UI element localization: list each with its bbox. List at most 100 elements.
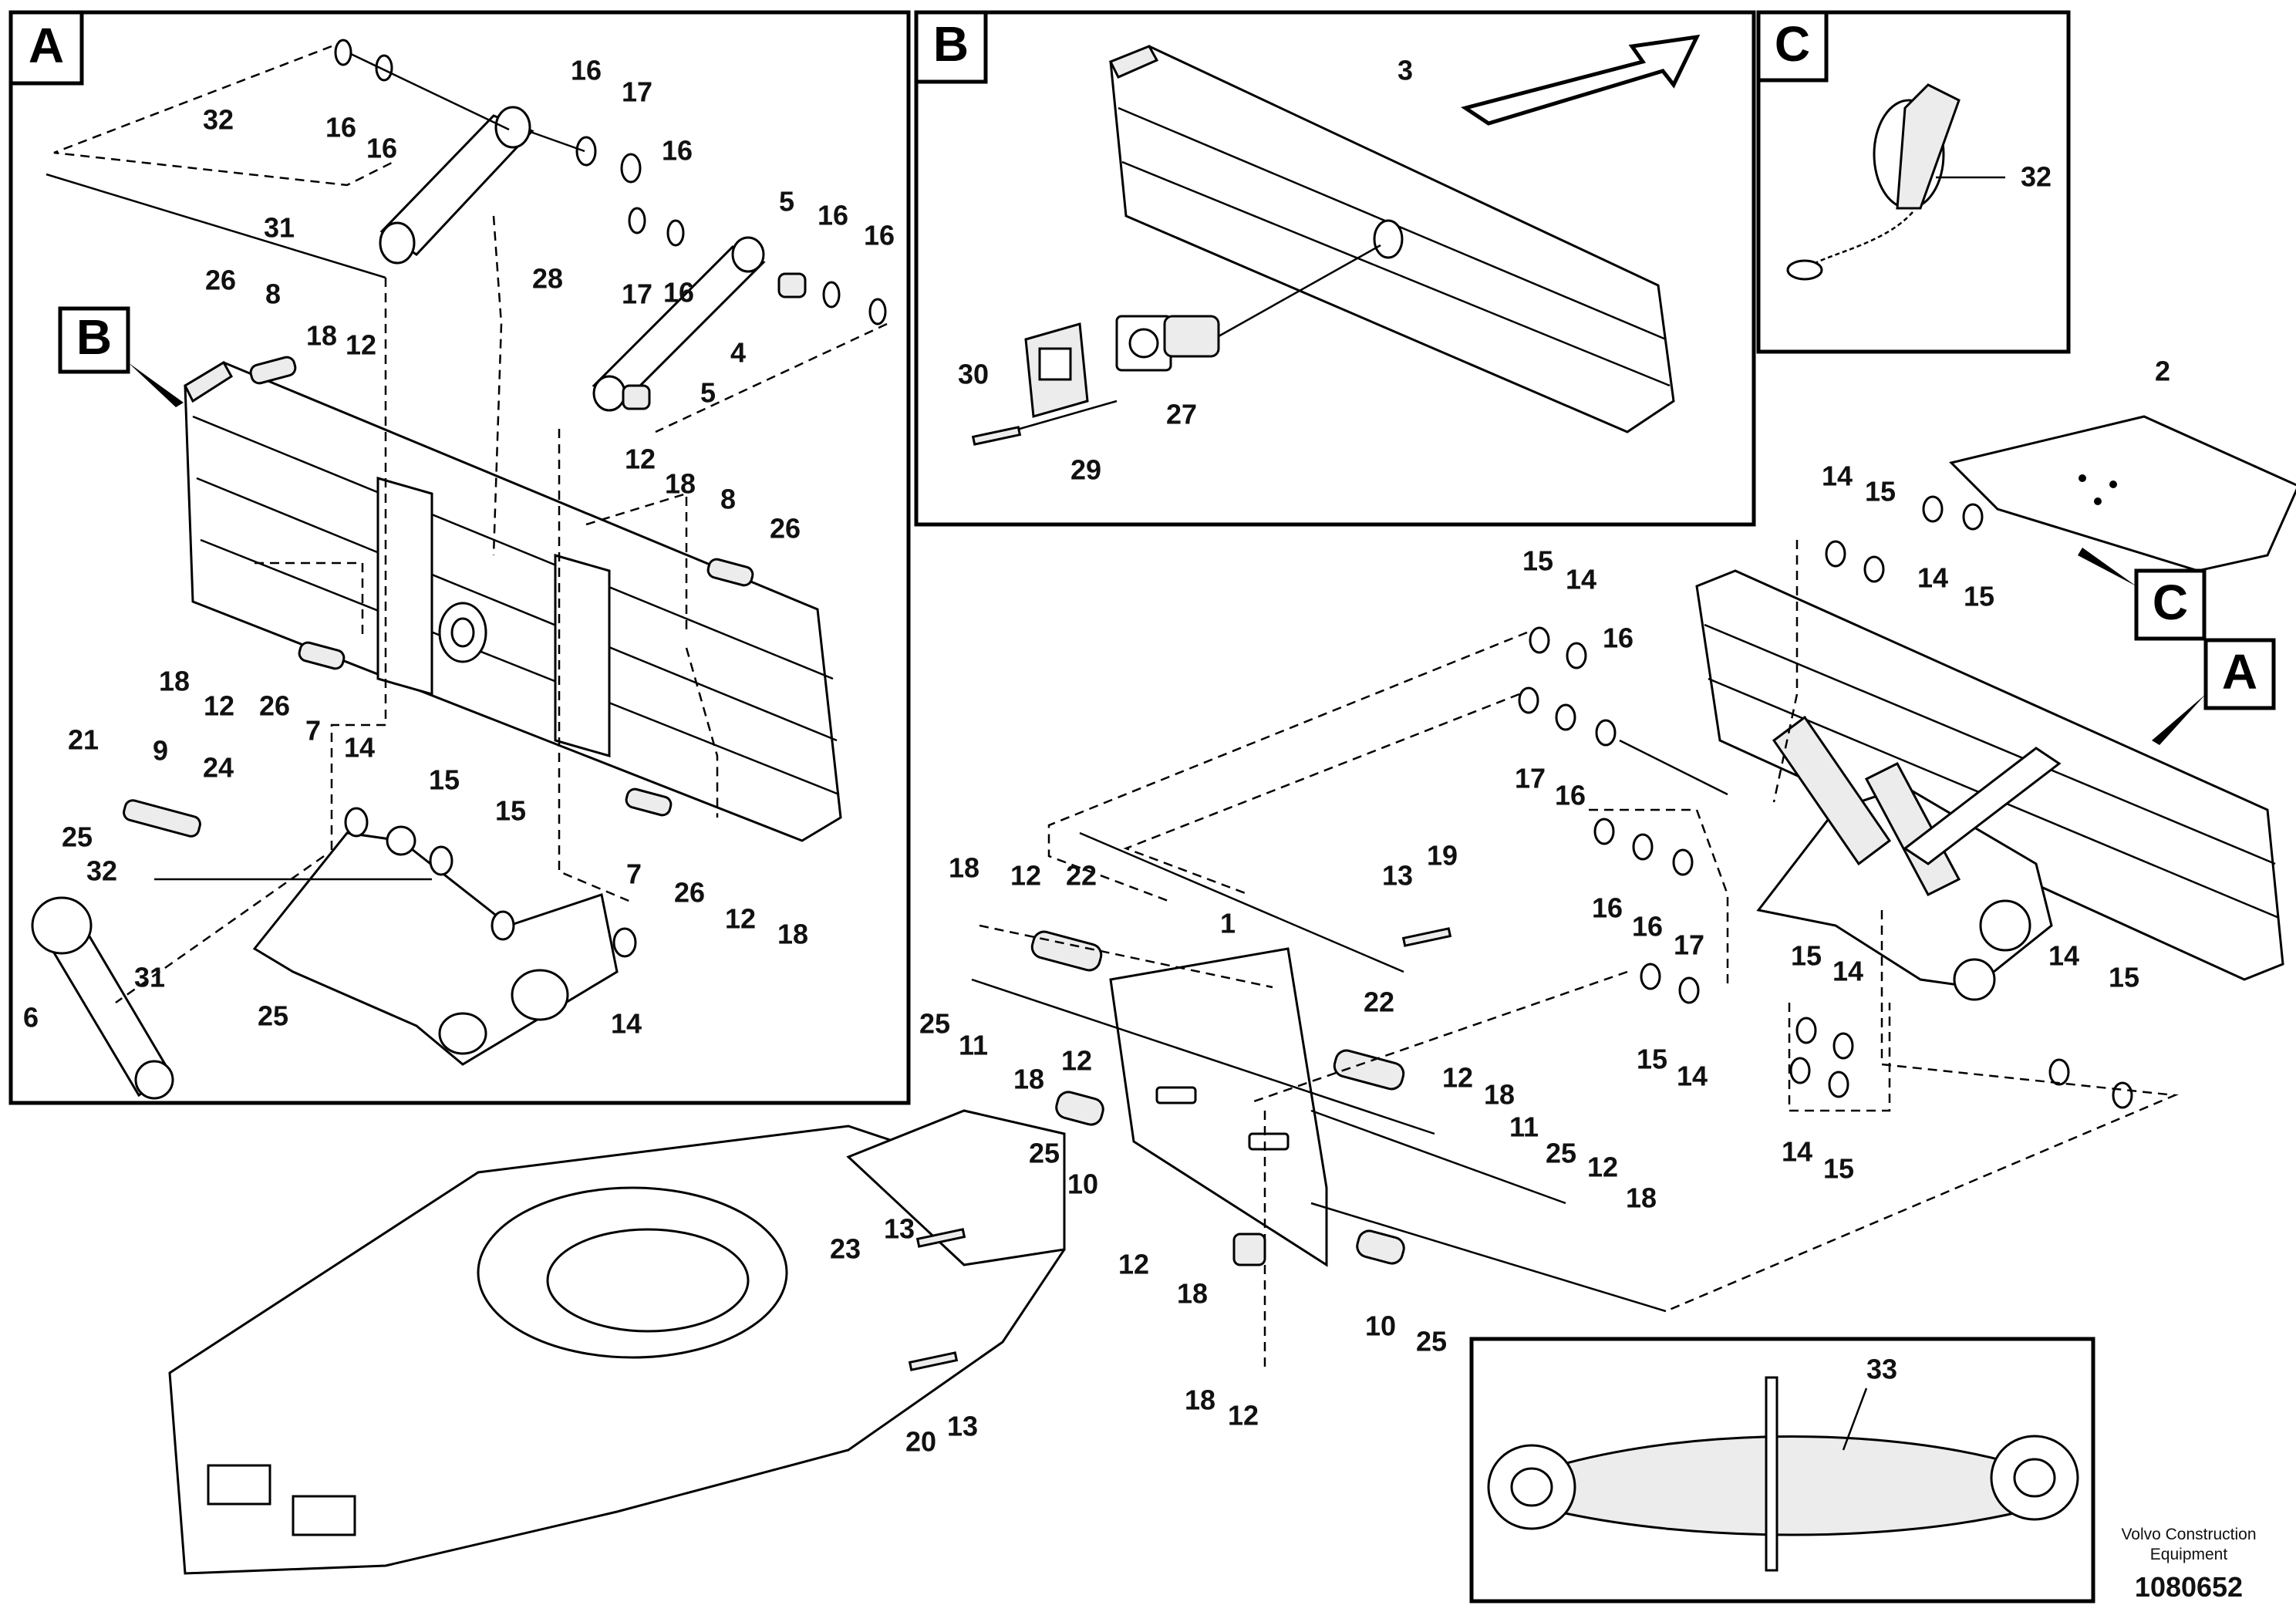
group-dash-6 <box>492 215 503 556</box>
part-label: 18 <box>1484 1079 1515 1111</box>
part-label: 31 <box>134 962 165 993</box>
rod-11-right <box>1310 1109 1566 1205</box>
washer <box>822 281 841 309</box>
main-dash-1 <box>1047 631 1528 904</box>
part-label: 16 <box>1632 911 1663 943</box>
part-label: 16 <box>663 277 694 309</box>
main-dash-7 <box>1249 970 1628 1104</box>
washer <box>612 927 637 958</box>
washer <box>1672 848 1694 876</box>
panel-33-frame <box>1469 1337 2095 1603</box>
part-label: 14 <box>1832 956 1863 987</box>
mount-a-hole-1 <box>438 1012 487 1055</box>
bushing-22-left <box>1030 930 1103 972</box>
part-label: 12 <box>1010 860 1041 892</box>
part-label: 16 <box>864 220 895 251</box>
plate-2-bolt <box>2079 474 2086 482</box>
washer <box>2112 1081 2133 1109</box>
tube-27 <box>1163 315 1220 358</box>
part-label: 17 <box>622 76 652 108</box>
group-dash-2 <box>655 322 888 433</box>
part-label: 26 <box>674 877 705 909</box>
washer <box>1832 1032 1854 1060</box>
part-label: 18 <box>1185 1384 1215 1416</box>
part-label: 18 <box>665 468 696 500</box>
part-label: 26 <box>205 265 236 296</box>
main-dash-9 <box>979 924 1273 989</box>
part-label: 12 <box>204 690 234 722</box>
pin-8-right <box>706 558 754 587</box>
panel-b-tag-box <box>914 10 988 84</box>
bolt-23 <box>915 1228 966 1248</box>
part-label: 25 <box>1029 1138 1060 1169</box>
direction-arrow-icon <box>1460 34 1701 126</box>
link-arm-4-eye-1 <box>592 375 626 412</box>
panel-33 <box>1469 1337 2095 1603</box>
mount-a-hole-2 <box>511 969 569 1021</box>
bolt-30 <box>971 426 1022 446</box>
part-label: 16 <box>1555 780 1586 811</box>
part-label: 6 <box>23 1002 39 1034</box>
callout-c-box <box>2134 568 2207 641</box>
washer <box>491 910 515 941</box>
part-label: 1 <box>1220 908 1236 939</box>
pin-7-left <box>298 641 346 670</box>
group-dash-7 <box>585 492 688 632</box>
part-label: 18 <box>949 852 979 884</box>
part-label: 23 <box>830 1233 861 1265</box>
valve-29-body <box>1038 347 1072 381</box>
lynch-pin-chain <box>1804 211 1913 271</box>
part-label: 32 <box>203 104 234 136</box>
leader-line-b2 <box>1019 400 1118 430</box>
bushing-10-left <box>1055 1091 1104 1126</box>
group-dash-4 <box>558 429 633 904</box>
rod-11-left <box>971 978 1435 1135</box>
flange-27-hole <box>1128 328 1159 359</box>
main-dash-3 <box>1788 1003 1891 1112</box>
main-leader-1 <box>1619 739 1728 796</box>
washer <box>868 298 887 325</box>
part-label: 10 <box>1067 1168 1098 1200</box>
callout-b-arrow <box>128 363 184 407</box>
part-label: 25 <box>1416 1326 1447 1357</box>
callout-c-arrow <box>2078 548 2136 586</box>
lynch-pin-body <box>1896 83 1961 210</box>
part-label: 5 <box>779 186 794 218</box>
part-label: 7 <box>305 715 321 747</box>
part-label: 2 <box>2155 356 2170 387</box>
blade-a-corner <box>184 360 233 403</box>
washer <box>1678 976 1700 1004</box>
part-label: 12 <box>625 443 656 475</box>
main-cylinder-1 <box>1772 715 1892 866</box>
part-label: 24 <box>203 752 234 784</box>
bushing-5-bottom <box>622 384 651 410</box>
part-label: 14 <box>2048 940 2079 972</box>
part-label: 25 <box>258 1000 288 1032</box>
part-label: 16 <box>325 112 356 143</box>
blade-a-crease-1 <box>192 415 834 680</box>
part-label: 13 <box>947 1411 978 1442</box>
part-label: 12 <box>725 903 756 935</box>
part-label: 25 <box>62 821 93 853</box>
main-push-frame-hole-1 <box>1953 958 1996 1001</box>
part-label: 16 <box>662 135 693 167</box>
washers-panel-a <box>334 39 887 958</box>
bushing-22-right <box>1333 1049 1405 1091</box>
washer <box>1863 555 1885 583</box>
panel-a-frame <box>8 10 911 1105</box>
part-label: 27 <box>1166 399 1197 430</box>
group-dash-8 <box>685 647 719 818</box>
part-label: 26 <box>770 513 801 545</box>
part-label: 15 <box>1964 581 1994 612</box>
washer <box>1640 963 1661 990</box>
lever-6-eye-top <box>31 896 93 955</box>
main-blade <box>1695 569 2284 981</box>
leader-line-1 <box>350 52 510 131</box>
part-label: 22 <box>1066 860 1097 892</box>
part-label: 8 <box>265 278 281 310</box>
panel-c-tag-box <box>1756 10 1829 83</box>
main-leader-2 <box>1310 1202 1667 1313</box>
part-label: 13 <box>1382 860 1413 892</box>
washer <box>1962 503 1984 531</box>
leader-line-33 <box>1842 1388 1868 1451</box>
